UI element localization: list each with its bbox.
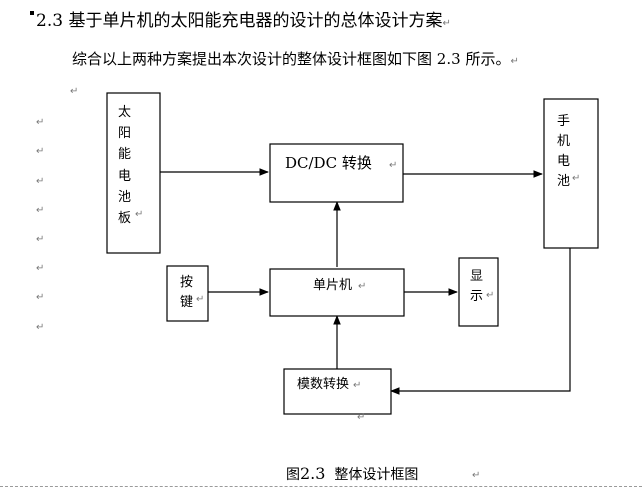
page-bottom-rule: [0, 486, 642, 487]
section-heading: 2.3 基于单片机的太阳能充电器的设计的总体设计方案↵: [30, 6, 451, 31]
paragraph-mark: ↵: [196, 294, 204, 305]
solar-panel-char: 太: [118, 105, 131, 120]
paragraph-mark: ↵: [70, 86, 79, 97]
paragraph-mark: ↵: [472, 470, 481, 481]
heading-text: 基于单片机的太阳能充电器的设计的总体设计方案: [68, 11, 443, 31]
paragraph-mark: ↵: [36, 234, 45, 245]
solar-panel-char: 板: [118, 211, 131, 226]
caption-number: 2.3: [300, 464, 326, 483]
display-char: 显: [470, 269, 483, 284]
block-solar-panel: [106, 92, 161, 254]
display-char: 示: [470, 289, 483, 304]
paragraph-mark: ↵: [36, 322, 45, 333]
block-key: [166, 265, 209, 322]
paragraph-mark: ↵: [135, 209, 143, 220]
phone-battery-char: 机: [557, 134, 570, 149]
paragraph-mark: ↵: [36, 263, 45, 274]
solar-panel-char: 能: [118, 147, 131, 162]
solar-panel-char: 电: [118, 169, 131, 184]
paragraph-mark: ↵: [36, 117, 45, 128]
paragraph-mark: ↵: [36, 146, 45, 157]
paragraph-mark: ↵: [442, 18, 451, 29]
mcu-label: 单片机: [313, 278, 352, 293]
phone-battery-char: 池: [557, 174, 570, 189]
block-dcdc: [269, 143, 404, 203]
caption-text: 整体设计框图: [334, 467, 419, 483]
paragraph-mark: ↵: [389, 160, 397, 171]
dcdc-label: DC/DC 转换: [285, 154, 372, 172]
solar-panel-char: 池: [118, 190, 131, 205]
paragraph-mark: ↵: [36, 176, 45, 187]
key-char: 键: [180, 295, 193, 310]
block-display: [458, 257, 499, 327]
paragraph-mark: ↵: [353, 380, 361, 391]
phone-battery-char: 电: [557, 154, 570, 169]
paragraph-figure-ref: 2.3: [436, 50, 461, 68]
heading-bullet: [30, 11, 34, 15]
paragraph-text-after: 所示。: [465, 50, 511, 68]
block-adc: [283, 368, 392, 415]
phone-battery-char: 手: [557, 114, 570, 129]
block-phone-battery: [543, 98, 599, 249]
paragraph-mark: ↵: [357, 412, 365, 423]
solar-panel-char: 阳: [118, 126, 131, 141]
key-char: 按: [180, 275, 193, 290]
figure-caption: 图2.3 整体设计框图: [286, 464, 418, 484]
paragraph-mark: ↵: [510, 56, 519, 67]
paragraph-mark: ↵: [572, 173, 580, 184]
paragraph-mark: ↵: [358, 281, 366, 292]
block-mcu: [269, 268, 405, 317]
paragraph-mark: ↵: [36, 292, 45, 303]
body-paragraph: 综合以上两种方案提出本次设计的整体设计框图如下图 2.3 所示。↵: [72, 48, 519, 69]
paragraph-text-before: 综合以上两种方案提出本次设计的整体设计框图如下图: [72, 50, 433, 68]
adc-label: 模数转换: [297, 377, 349, 392]
heading-number: 2.3: [36, 11, 64, 31]
arrow-battery-to-adc: [390, 248, 571, 395]
paragraph-mark: ↵: [36, 205, 45, 216]
caption-prefix: 图: [286, 467, 300, 483]
paragraph-mark: ↵: [486, 290, 494, 301]
